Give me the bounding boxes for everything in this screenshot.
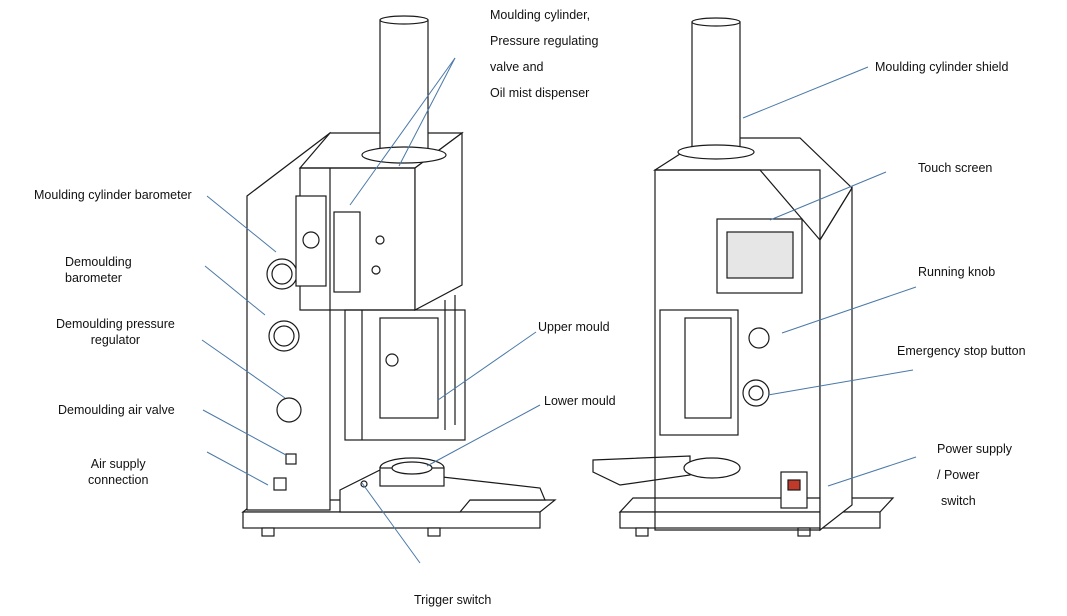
leader-air-supply bbox=[206, 451, 269, 486]
right-upper-mould bbox=[684, 317, 732, 419]
leader-lower-mould bbox=[426, 404, 541, 467]
leader-touch-screen bbox=[769, 171, 887, 221]
label-line: Pressure regulating bbox=[490, 34, 599, 48]
left-moulding-cylinder bbox=[379, 19, 429, 156]
left-demoulding-barometer-dial bbox=[271, 263, 293, 285]
right-running-knob bbox=[748, 327, 770, 349]
label-line: Oil mist dispenser bbox=[490, 86, 590, 100]
left-trigger-switch bbox=[360, 480, 368, 488]
leader-power-switch bbox=[827, 456, 917, 487]
label-line: valve and bbox=[490, 60, 544, 74]
leader-running-knob bbox=[781, 286, 917, 334]
left-air-supply-fitting bbox=[285, 453, 297, 465]
leader-emergency-stop bbox=[767, 369, 914, 396]
label-line: Power supply bbox=[937, 442, 1013, 456]
leader-regulating-valve bbox=[349, 57, 456, 206]
left-regulator-gauge bbox=[302, 231, 320, 249]
leader-air-valve bbox=[202, 409, 287, 456]
leader-demoulding-barometer bbox=[204, 265, 266, 316]
label-line: Moulding cylinder, bbox=[490, 8, 591, 22]
right-lower-mould bbox=[683, 457, 741, 479]
label-line: / Power bbox=[937, 468, 980, 482]
label-lower-mould: Lower mould bbox=[544, 394, 616, 408]
leader-cylinder-shield bbox=[742, 66, 869, 119]
label-emergency-stop-button: Emergency stop button bbox=[897, 344, 1026, 358]
label-touch-screen: Touch screen bbox=[918, 161, 993, 175]
label-demoulding-pressure-regulator: Demoulding pressure regulator bbox=[56, 316, 175, 348]
leader-pressure-regulator bbox=[201, 339, 286, 399]
left-guard-cage bbox=[344, 309, 466, 441]
right-moulding-cylinder-shield bbox=[691, 21, 741, 153]
label-line: Air supply bbox=[90, 457, 146, 471]
label-moulding-cylinder-barometer: Moulding cylinder barometer bbox=[34, 188, 192, 202]
leader-upper-mould bbox=[437, 331, 537, 401]
label-running-knob: Running knob bbox=[918, 265, 996, 279]
label-line: Demoulding bbox=[65, 255, 132, 269]
right-touch-screen-display bbox=[726, 231, 794, 279]
label-upper-mould: Upper mould bbox=[538, 320, 610, 334]
label-line: connection bbox=[88, 473, 149, 487]
right-machine bbox=[592, 17, 895, 537]
left-foot bbox=[427, 527, 441, 537]
label-trigger-switch: Trigger switch bbox=[414, 593, 492, 607]
left-upper-mould bbox=[379, 317, 439, 419]
left-air-supply-connector bbox=[273, 477, 287, 491]
label-moulding-cylinder-group: Moulding cylinder, Pressure regulating v… bbox=[490, 2, 598, 106]
left-base-front bbox=[242, 511, 541, 529]
right-tray bbox=[592, 455, 691, 486]
left-foot bbox=[261, 527, 275, 537]
label-air-supply-connection: Air supply connection bbox=[88, 456, 148, 488]
left-air-valve-knob bbox=[276, 397, 302, 423]
left-mould-bolt bbox=[385, 353, 399, 367]
left-head-side bbox=[414, 131, 463, 311]
right-base-front bbox=[619, 511, 881, 529]
left-panel-screw bbox=[371, 265, 381, 275]
right-foot bbox=[635, 527, 649, 537]
left-pressure-regulator-inner bbox=[273, 325, 295, 347]
label-moulding-cylinder-shield: Moulding cylinder shield bbox=[875, 60, 1009, 74]
left-oil-mist-dispenser bbox=[333, 211, 361, 293]
leader-cylinder-barometer bbox=[206, 195, 277, 253]
leader-lines bbox=[201, 57, 917, 564]
right-guard-cage bbox=[659, 309, 739, 436]
right-shield-top bbox=[691, 17, 741, 27]
label-power-supply-switch: Power supply / Power switch bbox=[937, 436, 1012, 514]
right-emergency-stop-cap bbox=[748, 385, 764, 401]
right-power-switch-rocker bbox=[787, 479, 801, 491]
left-panel-screw bbox=[375, 235, 385, 245]
right-body-side bbox=[819, 185, 853, 532]
leader-trigger-switch bbox=[361, 482, 421, 564]
label-line: barometer bbox=[65, 271, 122, 285]
label-line: regulator bbox=[90, 333, 141, 347]
label-line: Demoulding pressure bbox=[56, 317, 175, 331]
left-lower-mould-cavity bbox=[391, 461, 433, 475]
right-shield-collar bbox=[677, 144, 755, 160]
label-line: switch bbox=[941, 494, 976, 508]
right-foot bbox=[797, 527, 811, 537]
label-demoulding-air-valve: Demoulding air valve bbox=[58, 403, 175, 417]
leader-moulding-cylinder bbox=[398, 57, 456, 167]
left-cylinder-top bbox=[379, 15, 429, 25]
left-cylinder-collar bbox=[361, 146, 447, 164]
label-demoulding-barometer: Demoulding barometer bbox=[65, 254, 132, 286]
left-machine bbox=[241, 15, 557, 537]
